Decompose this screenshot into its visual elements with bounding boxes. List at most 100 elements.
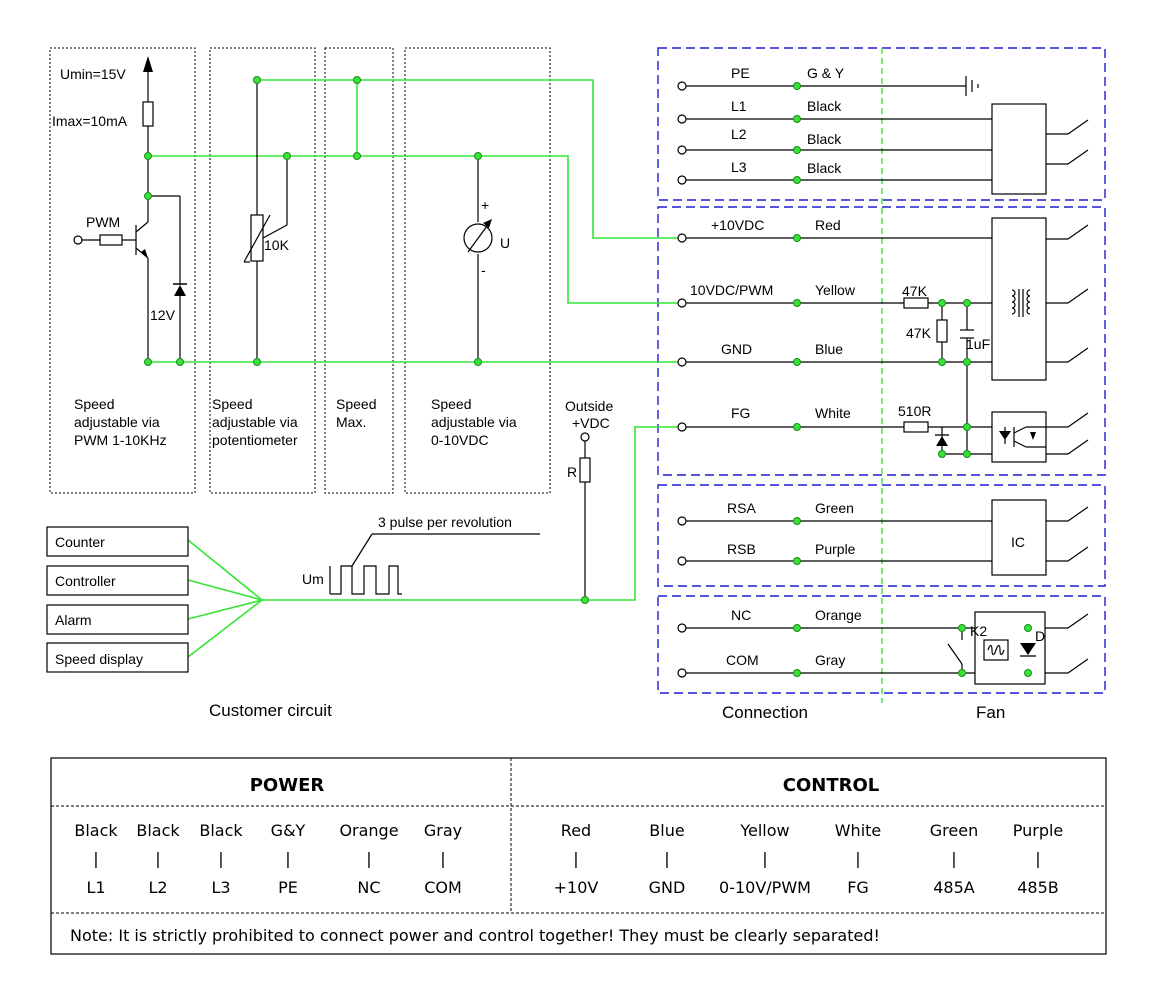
counter-box bbox=[46, 526, 189, 557]
imax-label: Imax=10mA bbox=[52, 113, 128, 129]
legend-power-color: Gray bbox=[424, 821, 462, 840]
emitter-arrow-icon bbox=[141, 249, 148, 258]
resistor-47k-horizontal bbox=[903, 297, 929, 309]
signal-wires bbox=[148, 79, 682, 658]
fg-diode-icon bbox=[936, 436, 948, 446]
legend-control-signal: FG bbox=[847, 878, 869, 897]
outside-label: Outside bbox=[565, 398, 613, 414]
resistor-47k-vertical bbox=[936, 319, 948, 343]
panel-0-10vdc bbox=[404, 47, 551, 494]
speed-display-box bbox=[46, 642, 189, 673]
legend-power-sep: | bbox=[366, 849, 371, 868]
panel-potentiometer bbox=[209, 47, 316, 494]
color-l1: Black bbox=[807, 98, 842, 114]
legend-control-signal: 485B bbox=[1017, 878, 1059, 897]
color-gray: Gray bbox=[815, 652, 845, 668]
legend-control-sep: | bbox=[573, 849, 578, 868]
zener-diode-icon bbox=[174, 285, 186, 296]
mode-pot-line3: potentiometer bbox=[212, 432, 298, 448]
connector-group-relay bbox=[657, 595, 1106, 694]
mode-vdc-line2: adjustable via bbox=[431, 414, 517, 430]
signal-gnd: GND bbox=[721, 341, 752, 357]
legend-control-color: Red bbox=[561, 821, 591, 840]
color-l3: Black bbox=[807, 160, 842, 176]
legend-control-signal: 0-10V/PWM bbox=[719, 878, 811, 897]
legend-power-color: Black bbox=[136, 821, 180, 840]
r47k-h-label: 47K bbox=[902, 283, 928, 299]
mode-pwm-line2: adjustable via bbox=[74, 414, 160, 430]
fan-resistors bbox=[903, 297, 949, 446]
panel-max bbox=[324, 47, 394, 494]
mode-pwm-line3: PWM 1-10KHz bbox=[74, 432, 167, 448]
meter-circuit bbox=[463, 156, 493, 362]
zener-label: 12V bbox=[150, 307, 176, 323]
signal-l3: L3 bbox=[731, 159, 747, 175]
color-blue: Blue bbox=[815, 341, 843, 357]
legend-control-entries: Red | +10V Blue | GND Yellow | 0-10V/PWM… bbox=[554, 821, 1064, 897]
umin-label: Umin=15V bbox=[60, 66, 126, 82]
legend-power-sep: | bbox=[440, 849, 445, 868]
legend-power-signal: L3 bbox=[211, 878, 230, 897]
legend-power-sep: | bbox=[155, 849, 160, 868]
meter-plus: + bbox=[481, 197, 489, 213]
mode-pwm-line1: Speed bbox=[74, 396, 114, 412]
pot-value-label: 10K bbox=[264, 237, 290, 253]
color-red: Red bbox=[815, 217, 841, 233]
legend-note: Note: It is strictly prohibited to conne… bbox=[70, 926, 880, 945]
color-yellow: Yellow bbox=[815, 282, 856, 298]
relay-coil-icon bbox=[983, 639, 1009, 661]
pwm-circuit bbox=[82, 63, 181, 362]
legend-control-color: Yellow bbox=[739, 821, 789, 840]
legend-control-color: Green bbox=[930, 821, 978, 840]
cap-label: 1uF bbox=[966, 336, 990, 352]
output-ticks bbox=[1045, 119, 1089, 674]
r-label: R bbox=[567, 464, 577, 480]
outside-vdc-circuit bbox=[579, 441, 591, 600]
color-white: White bbox=[815, 405, 851, 421]
output-alarm-label: Alarm bbox=[55, 612, 92, 628]
legend-power-color: Black bbox=[199, 821, 243, 840]
meter-minus: - bbox=[481, 262, 486, 278]
output-controller-label: Controller bbox=[55, 573, 116, 589]
alarm-box bbox=[46, 604, 189, 635]
connector-group-power bbox=[657, 47, 1106, 201]
connection-labels: PE G & Y L1 Black L2 Black L3 Black +10V… bbox=[690, 65, 862, 668]
color-green: Green bbox=[815, 500, 854, 516]
legend-control-sep: | bbox=[855, 849, 860, 868]
legend-control-signal: GND bbox=[649, 878, 686, 897]
legend-power-title: POWER bbox=[250, 775, 325, 796]
signal-fg: FG bbox=[731, 405, 750, 421]
legend-power-color: Orange bbox=[339, 821, 398, 840]
mode-max-line1: Speed bbox=[336, 396, 376, 412]
legend-power-signal: L1 bbox=[86, 878, 105, 897]
motor-power-block bbox=[991, 103, 1047, 195]
um-label: Um bbox=[302, 571, 324, 587]
legend-power-sep: | bbox=[93, 849, 98, 868]
signal-rsb: RSB bbox=[727, 541, 756, 557]
transformer-icon bbox=[1011, 289, 1031, 317]
caption-fan: Fan bbox=[976, 703, 1005, 722]
legend-power-signal: PE bbox=[278, 878, 298, 897]
legend-control-signal: 485A bbox=[933, 878, 975, 897]
connection-wires bbox=[682, 76, 1029, 674]
controller-box bbox=[46, 565, 189, 596]
caption-connection: Connection bbox=[722, 703, 808, 722]
mode-vdc-line1: Speed bbox=[431, 396, 471, 412]
signal-l1: L1 bbox=[731, 98, 747, 114]
caption-customer: Customer circuit bbox=[209, 701, 332, 720]
mode-max-line2: Max. bbox=[336, 414, 366, 430]
pwm-label: PWM bbox=[86, 214, 120, 230]
customer-panels bbox=[49, 47, 551, 494]
legend-control-sep: | bbox=[762, 849, 767, 868]
mode-pot-line1: Speed bbox=[212, 396, 252, 412]
output-counter-label: Counter bbox=[55, 534, 105, 550]
legend-table bbox=[50, 757, 1107, 955]
r510-label: 510R bbox=[898, 403, 931, 419]
legend-control-sep: | bbox=[664, 849, 669, 868]
legend-power-color: Black bbox=[74, 821, 118, 840]
mode-vdc-line3: 0-10VDC bbox=[431, 432, 489, 448]
color-orange: Orange bbox=[815, 607, 862, 623]
legend-control-sep: | bbox=[1035, 849, 1040, 868]
meter-label: U bbox=[500, 235, 510, 251]
